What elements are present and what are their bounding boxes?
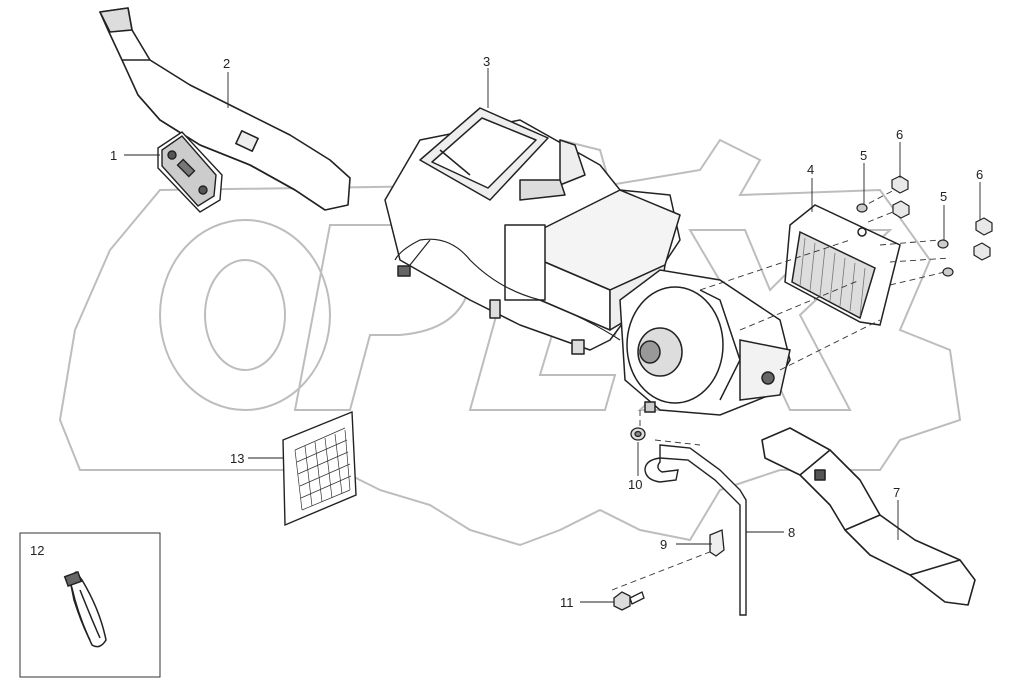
part-5-washers: [856, 203, 954, 277]
callout-5a: 5: [860, 148, 867, 163]
callout-5b: 5: [940, 189, 947, 204]
part-4-cabin-filter: [784, 204, 901, 326]
part-1-control-panel: [157, 131, 223, 213]
callout-3: 3: [483, 54, 490, 69]
part-10-grommet: [630, 427, 646, 441]
part-8-drain-hose: [644, 444, 747, 616]
callout-6b: 6: [976, 167, 983, 182]
part-6-nuts: [891, 175, 993, 261]
part-11-screw: [613, 591, 645, 611]
part-12-inset-box: [19, 532, 161, 678]
part-9-bracket: [709, 529, 725, 557]
part-12-cable-tie: [63, 570, 107, 648]
callout-12: 12: [30, 543, 44, 558]
callout-9: 9: [660, 537, 667, 552]
callout-1: 1: [110, 148, 117, 163]
callout-labels: 1 2 3 4 5 6 5 6 7 8 9 10 11 12 13: [30, 54, 983, 610]
callout-7: 7: [893, 485, 900, 500]
callout-6a: 6: [896, 127, 903, 142]
callout-8: 8: [788, 525, 795, 540]
blower-motor-unit: [619, 269, 791, 416]
leader-lines: [124, 68, 981, 603]
callout-10: 10: [628, 477, 642, 492]
assembly-guide-lines: [611, 187, 951, 591]
part-13-mesh-pad: [282, 410, 357, 527]
part-3-heater-housing: [384, 107, 681, 355]
callout-2: 2: [223, 56, 230, 71]
callout-11: 11: [560, 595, 574, 610]
callout-13: 13: [230, 451, 244, 466]
part-2-air-duct: [99, 7, 351, 211]
part-7-floor-duct: [761, 427, 976, 606]
callout-4: 4: [807, 162, 814, 177]
